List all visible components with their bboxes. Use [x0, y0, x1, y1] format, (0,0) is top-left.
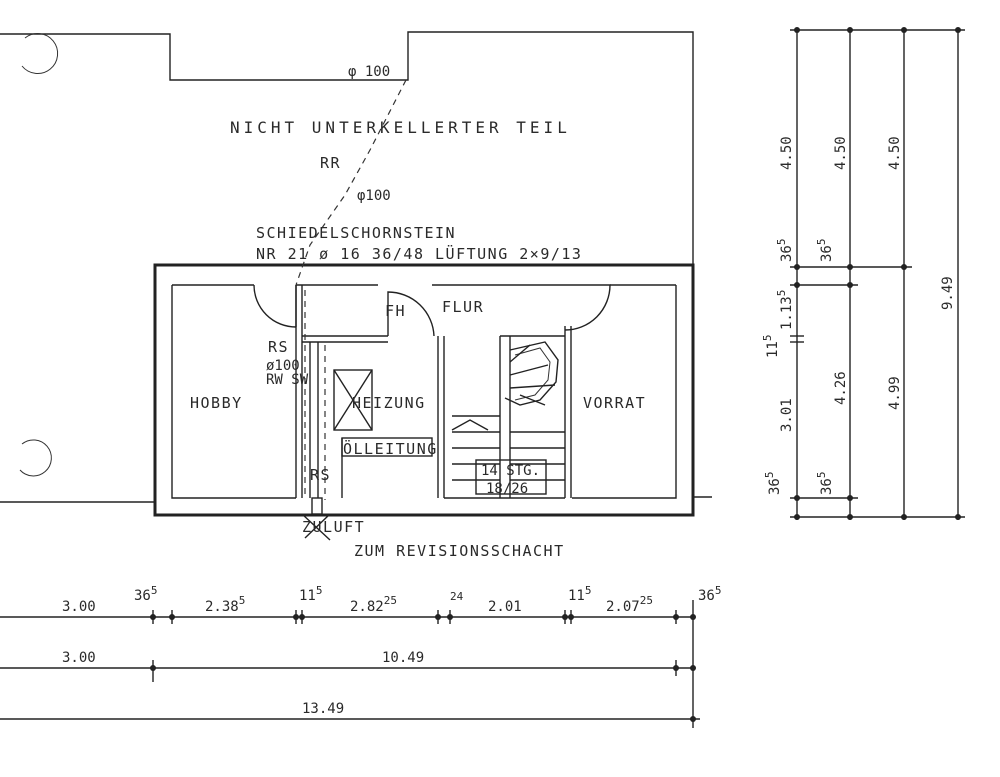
vdim-c2-3: 365: [815, 472, 835, 495]
oil-line-label: ÖLLEITUNG: [343, 439, 438, 458]
dimension-row-1: 3.00 365 2.385 115 2.8225 24 2.01 115 2.…: [62, 584, 721, 615]
hdim-r1-0: 3.00: [62, 599, 96, 615]
stair-count: 14 STG.: [481, 463, 540, 479]
hdim-r2-1: 10.49: [382, 650, 424, 666]
vdim-c1-1: 365: [775, 239, 795, 262]
room-vorrat: VORRAT: [583, 394, 646, 412]
unexcavated-outline: [0, 31, 694, 503]
pipe-top-label: φ 100: [348, 64, 390, 80]
vdim-c2-2: 4.26: [833, 371, 849, 405]
hdim-r3-0: 13.49: [302, 701, 344, 717]
rr-label: RR: [320, 154, 341, 172]
dimension-col-4: 9.49: [940, 276, 956, 310]
chimney-spec: NR 21 ø 16 36/48 LÜFTUNG 2×9/13: [256, 244, 582, 263]
staircase: [451, 336, 565, 498]
hdim-r1-3: 115: [299, 584, 322, 604]
pipe-lines: [295, 79, 407, 500]
horizontal-dimension-lines: [0, 600, 700, 728]
heating-equipment: [301, 342, 433, 541]
pipe-mid-label: φ100: [357, 188, 391, 204]
vdim-c3-1: 4.99: [887, 376, 903, 410]
hdim-r1-2: 2.385: [205, 594, 245, 615]
stair-size: 18/26: [486, 481, 528, 497]
vdim-c3-0: 4.50: [887, 136, 903, 170]
dimension-row-2: 3.00 10.49: [62, 650, 424, 666]
rs-label-lower: RS: [310, 466, 331, 484]
hdim-r1-7: 115: [568, 584, 591, 604]
fh-label: FH: [385, 302, 406, 320]
rw-sw-label: RW SW: [266, 372, 309, 388]
hdim-r1-6: 2.01: [488, 599, 522, 615]
room-hobby: HOBBY: [190, 394, 243, 412]
hdim-r1-5: 24: [450, 590, 464, 603]
dimension-col-1: 4.50 365 1.135 115 3.01 365: [761, 136, 795, 495]
door-swings: [253, 284, 611, 337]
hdim-r2-0: 3.00: [62, 650, 96, 666]
vdim-c1-2: 1.135: [775, 290, 795, 330]
zuluft-label: ZULUFT: [302, 518, 365, 536]
dimension-row-3: 13.49: [302, 701, 344, 717]
hdim-r1-4: 2.8225: [350, 594, 397, 615]
dimension-col-3: 4.50 4.99: [887, 136, 903, 410]
dimension-dots: [150, 27, 961, 722]
vdim-c4-0: 9.49: [940, 276, 956, 310]
room-heizung: HEIZUNG: [352, 394, 426, 412]
vdim-c2-0: 4.50: [833, 136, 849, 170]
vertical-dimension-lines: [790, 29, 965, 520]
basement-walls: [153, 263, 712, 517]
vdim-c1-4: 3.01: [779, 398, 795, 432]
vdim-c2-1: 365: [815, 239, 835, 262]
vdim-c1-0: 4.50: [779, 136, 795, 170]
vdim-c1-3: 115: [761, 335, 781, 358]
unexcavated-label: NICHT UNTERKELLERTER TEIL: [230, 118, 571, 137]
pipe-small-label: ø100: [266, 358, 300, 374]
rs-label-upper: RS: [268, 338, 289, 356]
hdim-r1-1: 365: [134, 584, 157, 604]
hdim-r1-8: 2.0725: [606, 594, 653, 615]
vdim-c1-5: 365: [763, 472, 783, 495]
dimension-col-2: 4.50 365 4.26 365: [815, 136, 849, 495]
room-flur: FLUR: [442, 298, 484, 316]
binding-holes: [19, 33, 59, 477]
hdim-r1-9: 365: [698, 584, 721, 604]
revision-label: ZUM REVISIONSSCHACHT: [354, 542, 565, 560]
chimney-title: SCHIEDELSCHORNSTEIN: [256, 224, 456, 242]
